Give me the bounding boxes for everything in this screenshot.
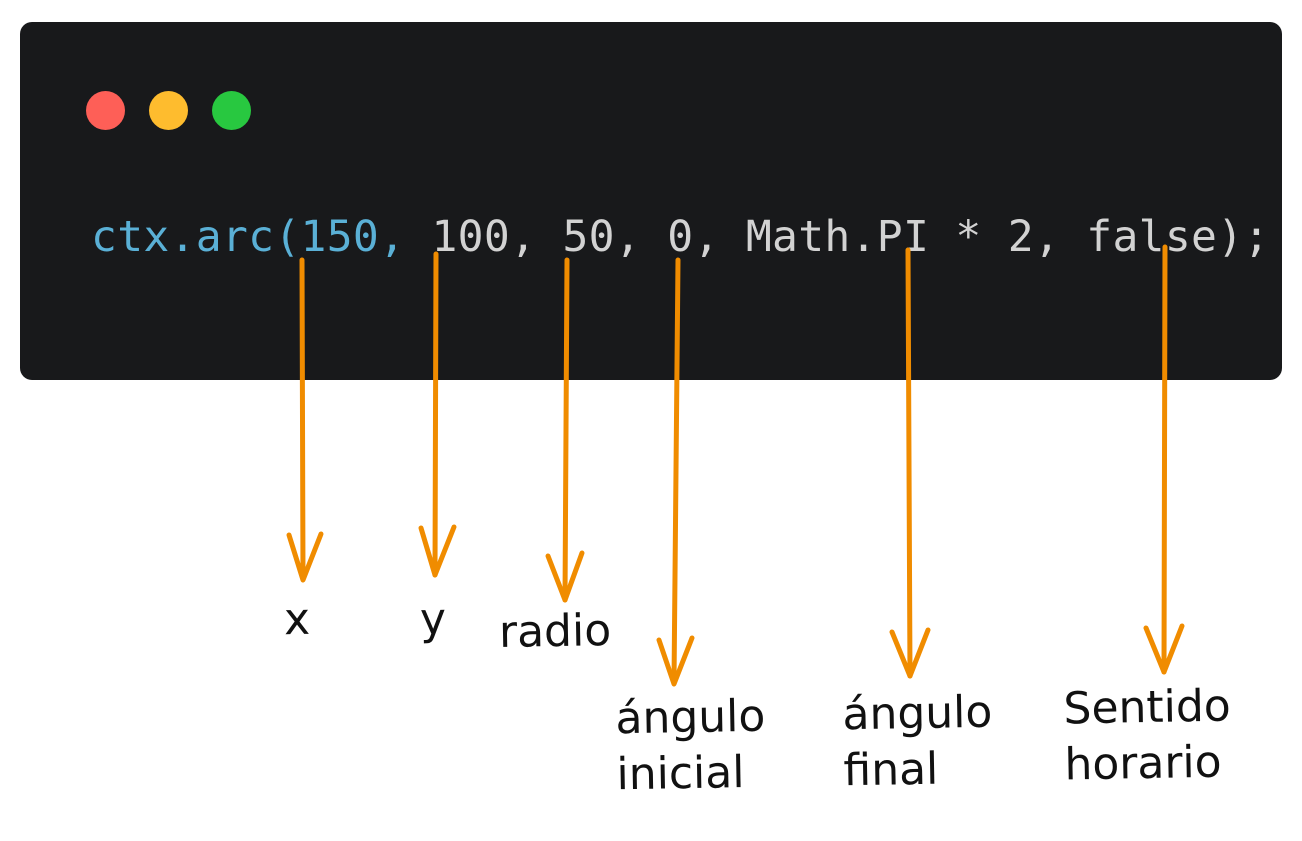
arrow-radio: [545, 257, 585, 603]
code-arg-y: 100: [431, 212, 511, 262]
code-line: ctx.arc(150, 100, 50, 0, Math.PI * 2, fa…: [91, 212, 1270, 262]
label-y: y: [420, 592, 447, 648]
arrow-x: [286, 257, 324, 583]
label-radio: radio: [499, 603, 612, 661]
arrow-end-angle: [889, 247, 931, 679]
arrow-anticlockwise: [1143, 244, 1185, 675]
code-close: );: [1217, 212, 1270, 262]
code-sep: ,: [510, 212, 563, 262]
label-end-angle-line2: final: [843, 743, 939, 797]
code-arg-x: 150: [300, 212, 380, 262]
code-sep: ,: [614, 212, 668, 262]
label-radio-text: radio: [498, 605, 612, 658]
label-anticlockwise-line1: Sentido: [1063, 680, 1232, 735]
label-start-angle-line2: inicial: [616, 747, 745, 801]
code-sep: ,: [379, 212, 432, 262]
minimize-dot-icon: [149, 91, 188, 130]
code-window: ctx.arc(150, 100, 50, 0, Math.PI * 2, fa…: [20, 22, 1282, 380]
label-start-angle-line1: ángulo: [615, 690, 766, 745]
label-x: x: [284, 592, 311, 648]
code-arg-radius: 50: [562, 212, 615, 262]
code-arg-end-angle: Math.PI * 2: [745, 212, 1034, 262]
code-arg-anticlockwise: false: [1086, 212, 1218, 262]
code-function-call: ctx.arc(: [91, 212, 301, 262]
label-anticlockwise: Sentido horario: [1063, 679, 1232, 794]
label-y-text: y: [419, 593, 447, 646]
label-anticlockwise-line2: horario: [1064, 736, 1223, 791]
code-sep: ,: [1033, 212, 1087, 262]
label-start-angle: ángulo inicial: [615, 689, 767, 804]
label-x-text: x: [283, 593, 311, 646]
label-end-angle: ángulo final: [842, 685, 994, 800]
arrow-start-angle: [656, 257, 695, 687]
label-end-angle-line1: ángulo: [842, 686, 993, 741]
close-dot-icon: [86, 91, 125, 130]
code-arg-start-angle: 0: [667, 212, 694, 262]
arrow-y: [418, 251, 457, 578]
maximize-dot-icon: [212, 91, 251, 130]
code-sep: ,: [693, 212, 746, 262]
